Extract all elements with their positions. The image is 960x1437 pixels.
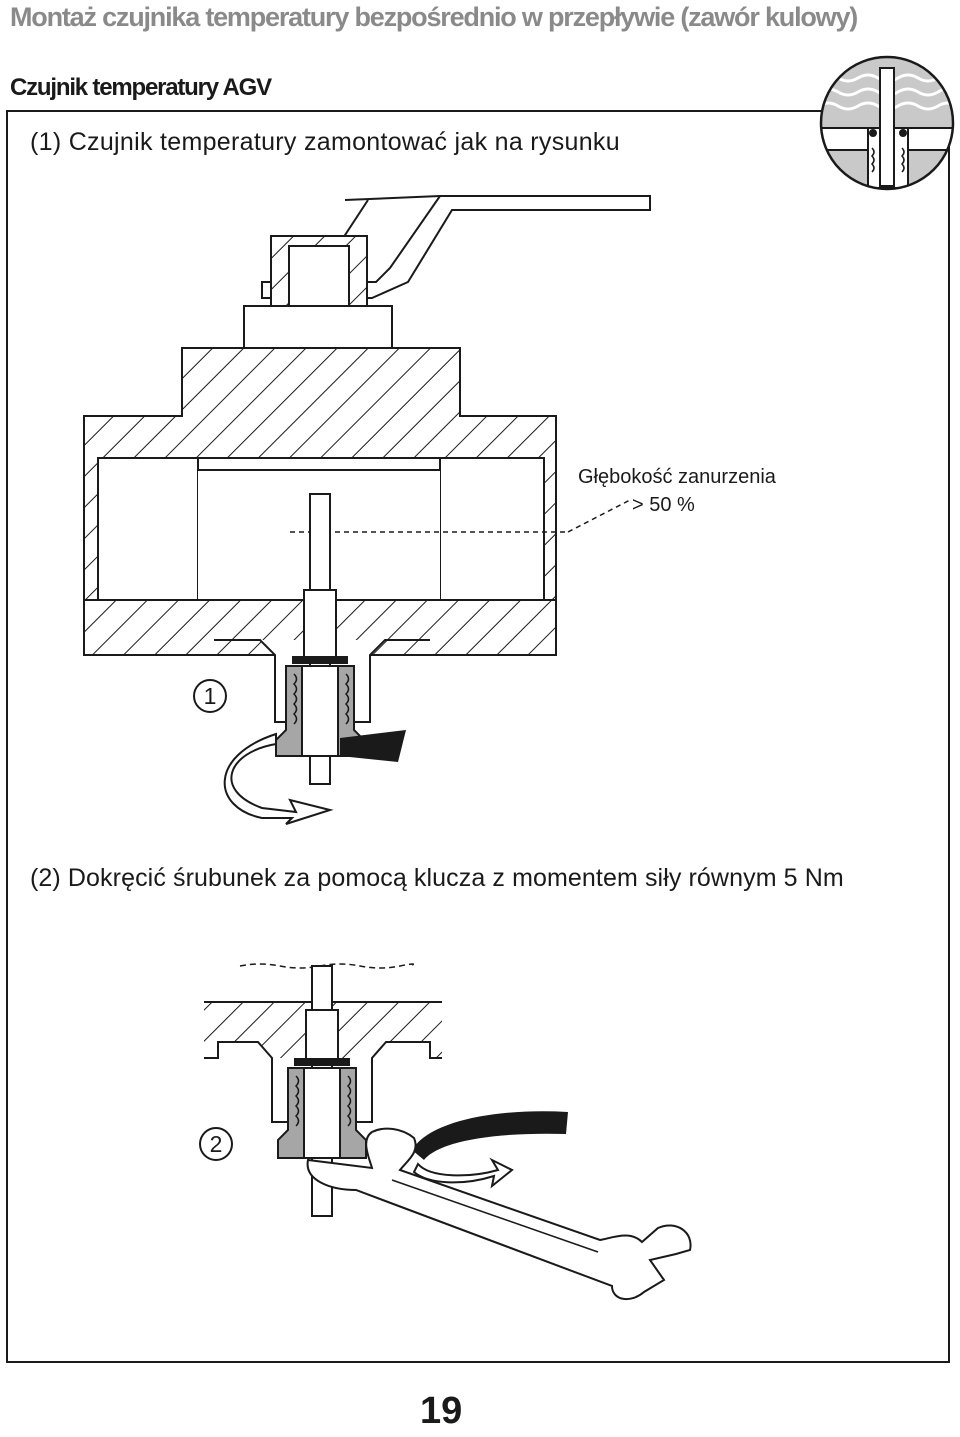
step-2-badge: 2 [199,1127,233,1161]
step-2-instruction: (2) Dokręcić śrubunek za pomocą klucza z… [30,864,844,892]
section-subtitle: Czujnik temperatury AGV [10,74,272,101]
page-title: Montaż czujnika temperatury bezpośrednio… [10,2,858,32]
content-frame [6,110,950,1363]
step-1-badge: 1 [193,679,227,713]
page-number: 19 [420,1390,463,1432]
immersion-depth-value: > 50 % [632,494,695,516]
step-1-instruction: (1) Czujnik temperatury zamontować jak n… [30,128,620,156]
immersion-depth-label: Głębokość zanurzenia [578,466,776,488]
